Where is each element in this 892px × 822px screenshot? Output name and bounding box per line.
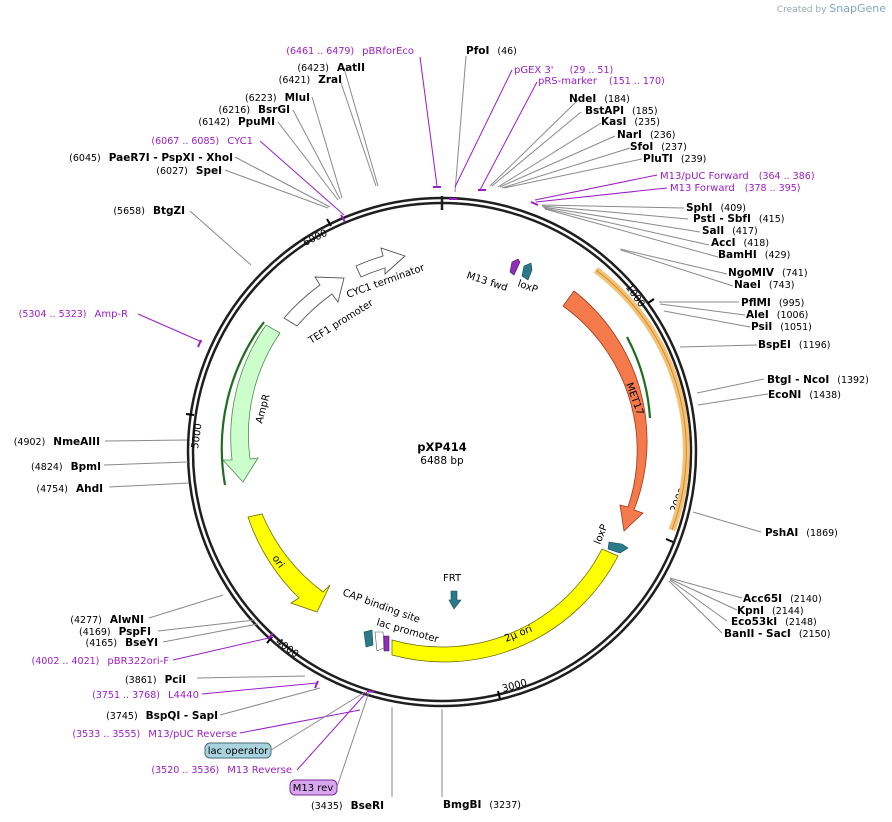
site-label-ngomiv[interactable]: NgoMIV(741) <box>728 267 808 279</box>
primer-label-cyc1[interactable]: (6067 .. 6085)CYC1 <box>151 136 253 147</box>
feature-2u-ori-arrow[interactable] <box>391 548 619 663</box>
tick-5000 <box>185 413 195 416</box>
site-label-bseri[interactable]: (3435)BseRI <box>311 800 384 812</box>
feature-label-ampr: AmpR <box>254 393 272 425</box>
site-label-bstapi[interactable]: BstAPI(185) <box>585 105 658 117</box>
site-label-bspqi-sapi[interactable]: (3745)BspQI - SapI <box>106 710 218 722</box>
feature-m13-rev-arrow[interactable] <box>383 635 390 652</box>
feature-cyc1-terminator-arrow[interactable] <box>355 247 406 278</box>
feature-met17-orf <box>626 336 652 419</box>
site-label-psti-sbfi[interactable]: PstI - SbfI(415) <box>693 213 784 225</box>
primer-labels: (6461 .. 6479)pBRforEco pGEX 3'(29 .. 51… <box>19 46 815 776</box>
tick-1000 <box>647 298 655 304</box>
site-label-pshai[interactable]: PshAI(1869) <box>765 527 838 539</box>
primer-label-m13-reverse[interactable]: (3520 .. 3536)M13 Reverse <box>151 765 292 776</box>
feature-met17-arrow[interactable] <box>562 290 648 532</box>
primer-label-m13-puc-reverse[interactable]: (3533 .. 3555)M13/pUC Reverse <box>72 729 237 740</box>
site-label-nari[interactable]: NarI(236) <box>617 129 676 141</box>
site-label-kpni[interactable]: KpnI(2144) <box>737 605 804 617</box>
plasmid-name: pXP414 <box>417 440 467 454</box>
site-label-ahdi[interactable]: (4754)AhdI <box>36 483 103 495</box>
feature-cap-site-arrow[interactable] <box>363 629 374 648</box>
site-label-sali[interactable]: SalI(417) <box>702 225 758 237</box>
site-label-eco53ki[interactable]: Eco53kI(2148) <box>731 616 817 628</box>
primer-label-prs-marker[interactable]: pRS-marker(151 .. 170) <box>538 76 665 87</box>
tick-label-4000: 4000 <box>273 637 300 661</box>
site-label-alei[interactable]: AleI(1006) <box>746 309 808 321</box>
site-label-sphi[interactable]: SphI(409) <box>686 202 746 214</box>
primer-label-l4440[interactable]: (3751 .. 3768)L4440 <box>92 690 199 701</box>
feature-loxp-arrow-top[interactable] <box>521 262 533 281</box>
primer-label-pbr322ori-f[interactable]: (4002 .. 4021)pBR322ori-F <box>32 656 170 667</box>
site-label-aatii[interactable]: (6423)AatII <box>297 62 365 74</box>
tick-2000 <box>665 538 674 543</box>
feature-label-loxp-top: loxP <box>516 278 539 295</box>
site-label-ndei[interactable]: NdeI(184) <box>569 93 630 105</box>
site-label-btgi-ncoi[interactable]: BtgI - NcoI(1392) <box>767 374 869 386</box>
feature-loxp-arrow-bottom[interactable] <box>607 541 629 554</box>
restriction-site-labels: PfoI(46) NdeI(184) BstAPI(185) KasI(235)… <box>14 45 869 812</box>
feature-ampr-orf <box>220 321 265 486</box>
feature-tef1-promoter-arrow[interactable] <box>283 276 345 327</box>
site-label-alwni[interactable]: (4277)AlwNI <box>70 614 144 626</box>
feature-m13-fwd-arrow[interactable] <box>509 258 521 276</box>
plasmid-length: 6488 bp <box>420 455 464 467</box>
primer-label-pgex3[interactable]: pGEX 3'(29 .. 51) <box>514 65 613 76</box>
feature-label-frt: FRT <box>443 573 462 584</box>
site-label-psii[interactable]: PsiI(1051) <box>751 321 812 333</box>
site-label-paer7i-pspxi-xhoi[interactable]: (6045)PaeR7I - PspXI - XhoI <box>69 152 233 164</box>
site-label-mlui[interactable]: (6223)MluI <box>245 92 310 104</box>
primer-label-amp-r[interactable]: (5304 .. 5323)Amp-R <box>19 309 128 320</box>
site-label-banii-saci[interactable]: BanII - SacI(2150) <box>724 628 830 640</box>
feature-label-m13-fwd: M13 fwd <box>465 270 509 294</box>
site-label-ppumi[interactable]: (6142)PpuMI <box>198 116 275 128</box>
snapgene-watermark: Created by SnapGene <box>777 2 886 15</box>
feature-ampr-arrow[interactable] <box>222 324 281 483</box>
site-label-pcii[interactable]: (3861)PciI <box>125 674 186 686</box>
tick-6000 <box>326 218 332 227</box>
tick-label-5000: 5000 <box>190 423 204 450</box>
feature-lac-promoter-arrow[interactable] <box>374 631 385 652</box>
primer-label-m13-puc-forward[interactable]: M13/pUC Forward(364 .. 386) <box>660 171 815 182</box>
site-label-pflmi[interactable]: PflMI(995) <box>741 297 804 309</box>
feature-frt-arrow[interactable] <box>448 590 462 610</box>
snapgene-logo: SnapGene <box>829 2 886 15</box>
site-label-acc65i[interactable]: Acc65I(2140) <box>743 593 822 605</box>
watermark-prefix: Created by <box>776 5 827 15</box>
primer-label-pbrforeco[interactable]: (6461 .. 6479)pBRforEco <box>286 46 414 57</box>
site-label-bseyi[interactable]: (4165)BseYI <box>86 637 158 649</box>
site-label-bsrgi[interactable]: (6216)BsrGI <box>218 104 290 116</box>
site-label-pfoi[interactable]: PfoI(46) <box>466 45 517 57</box>
boxed-label-m13-rev-text: M13 rev <box>293 783 334 794</box>
site-label-bamhi[interactable]: BamHI(429) <box>718 249 790 261</box>
tick-4000 <box>266 636 273 644</box>
site-label-naei[interactable]: NaeI(743) <box>734 279 794 291</box>
site-label-bmgbi[interactable]: BmgBI(3237) <box>443 799 521 811</box>
boxed-label-lac-operator[interactable]: lac operator <box>204 691 366 759</box>
leader-lines <box>103 55 769 797</box>
site-label-sfoi[interactable]: SfoI(237) <box>630 141 687 153</box>
tick-3000 <box>497 690 501 700</box>
feature-label-loxp-bottom: loxP <box>593 523 611 546</box>
feature-met17-annotation[interactable] <box>588 267 690 534</box>
site-label-bpmi[interactable]: (4824)BpmI <box>31 461 101 473</box>
site-label-pluti[interactable]: PluTI(239) <box>643 153 706 165</box>
boxed-label-lac-operator-text: lac operator <box>208 746 269 757</box>
site-label-bspei[interactable]: BspEI(1196) <box>758 339 830 351</box>
site-label-econi[interactable]: EcoNI(1438) <box>768 389 841 401</box>
boxed-label-m13-rev[interactable]: M13 rev <box>289 691 370 796</box>
site-label-nmeaiii[interactable]: (4902)NmeAIII <box>14 436 100 448</box>
site-label-zrai[interactable]: (6421)ZraI <box>279 74 342 86</box>
site-label-acci[interactable]: AccI(418) <box>711 237 769 249</box>
site-label-spei[interactable]: (6027)SpeI <box>156 165 222 177</box>
feature-ori-arrow[interactable] <box>247 513 331 613</box>
site-label-kasi[interactable]: KasI(235) <box>601 116 660 128</box>
site-label-btgzi[interactable]: (5658)BtgZI <box>113 205 185 217</box>
site-label-pspfi[interactable]: (4169)PspFI <box>79 626 151 638</box>
primer-label-m13-forward[interactable]: M13 Forward(378 .. 395) <box>670 183 801 194</box>
